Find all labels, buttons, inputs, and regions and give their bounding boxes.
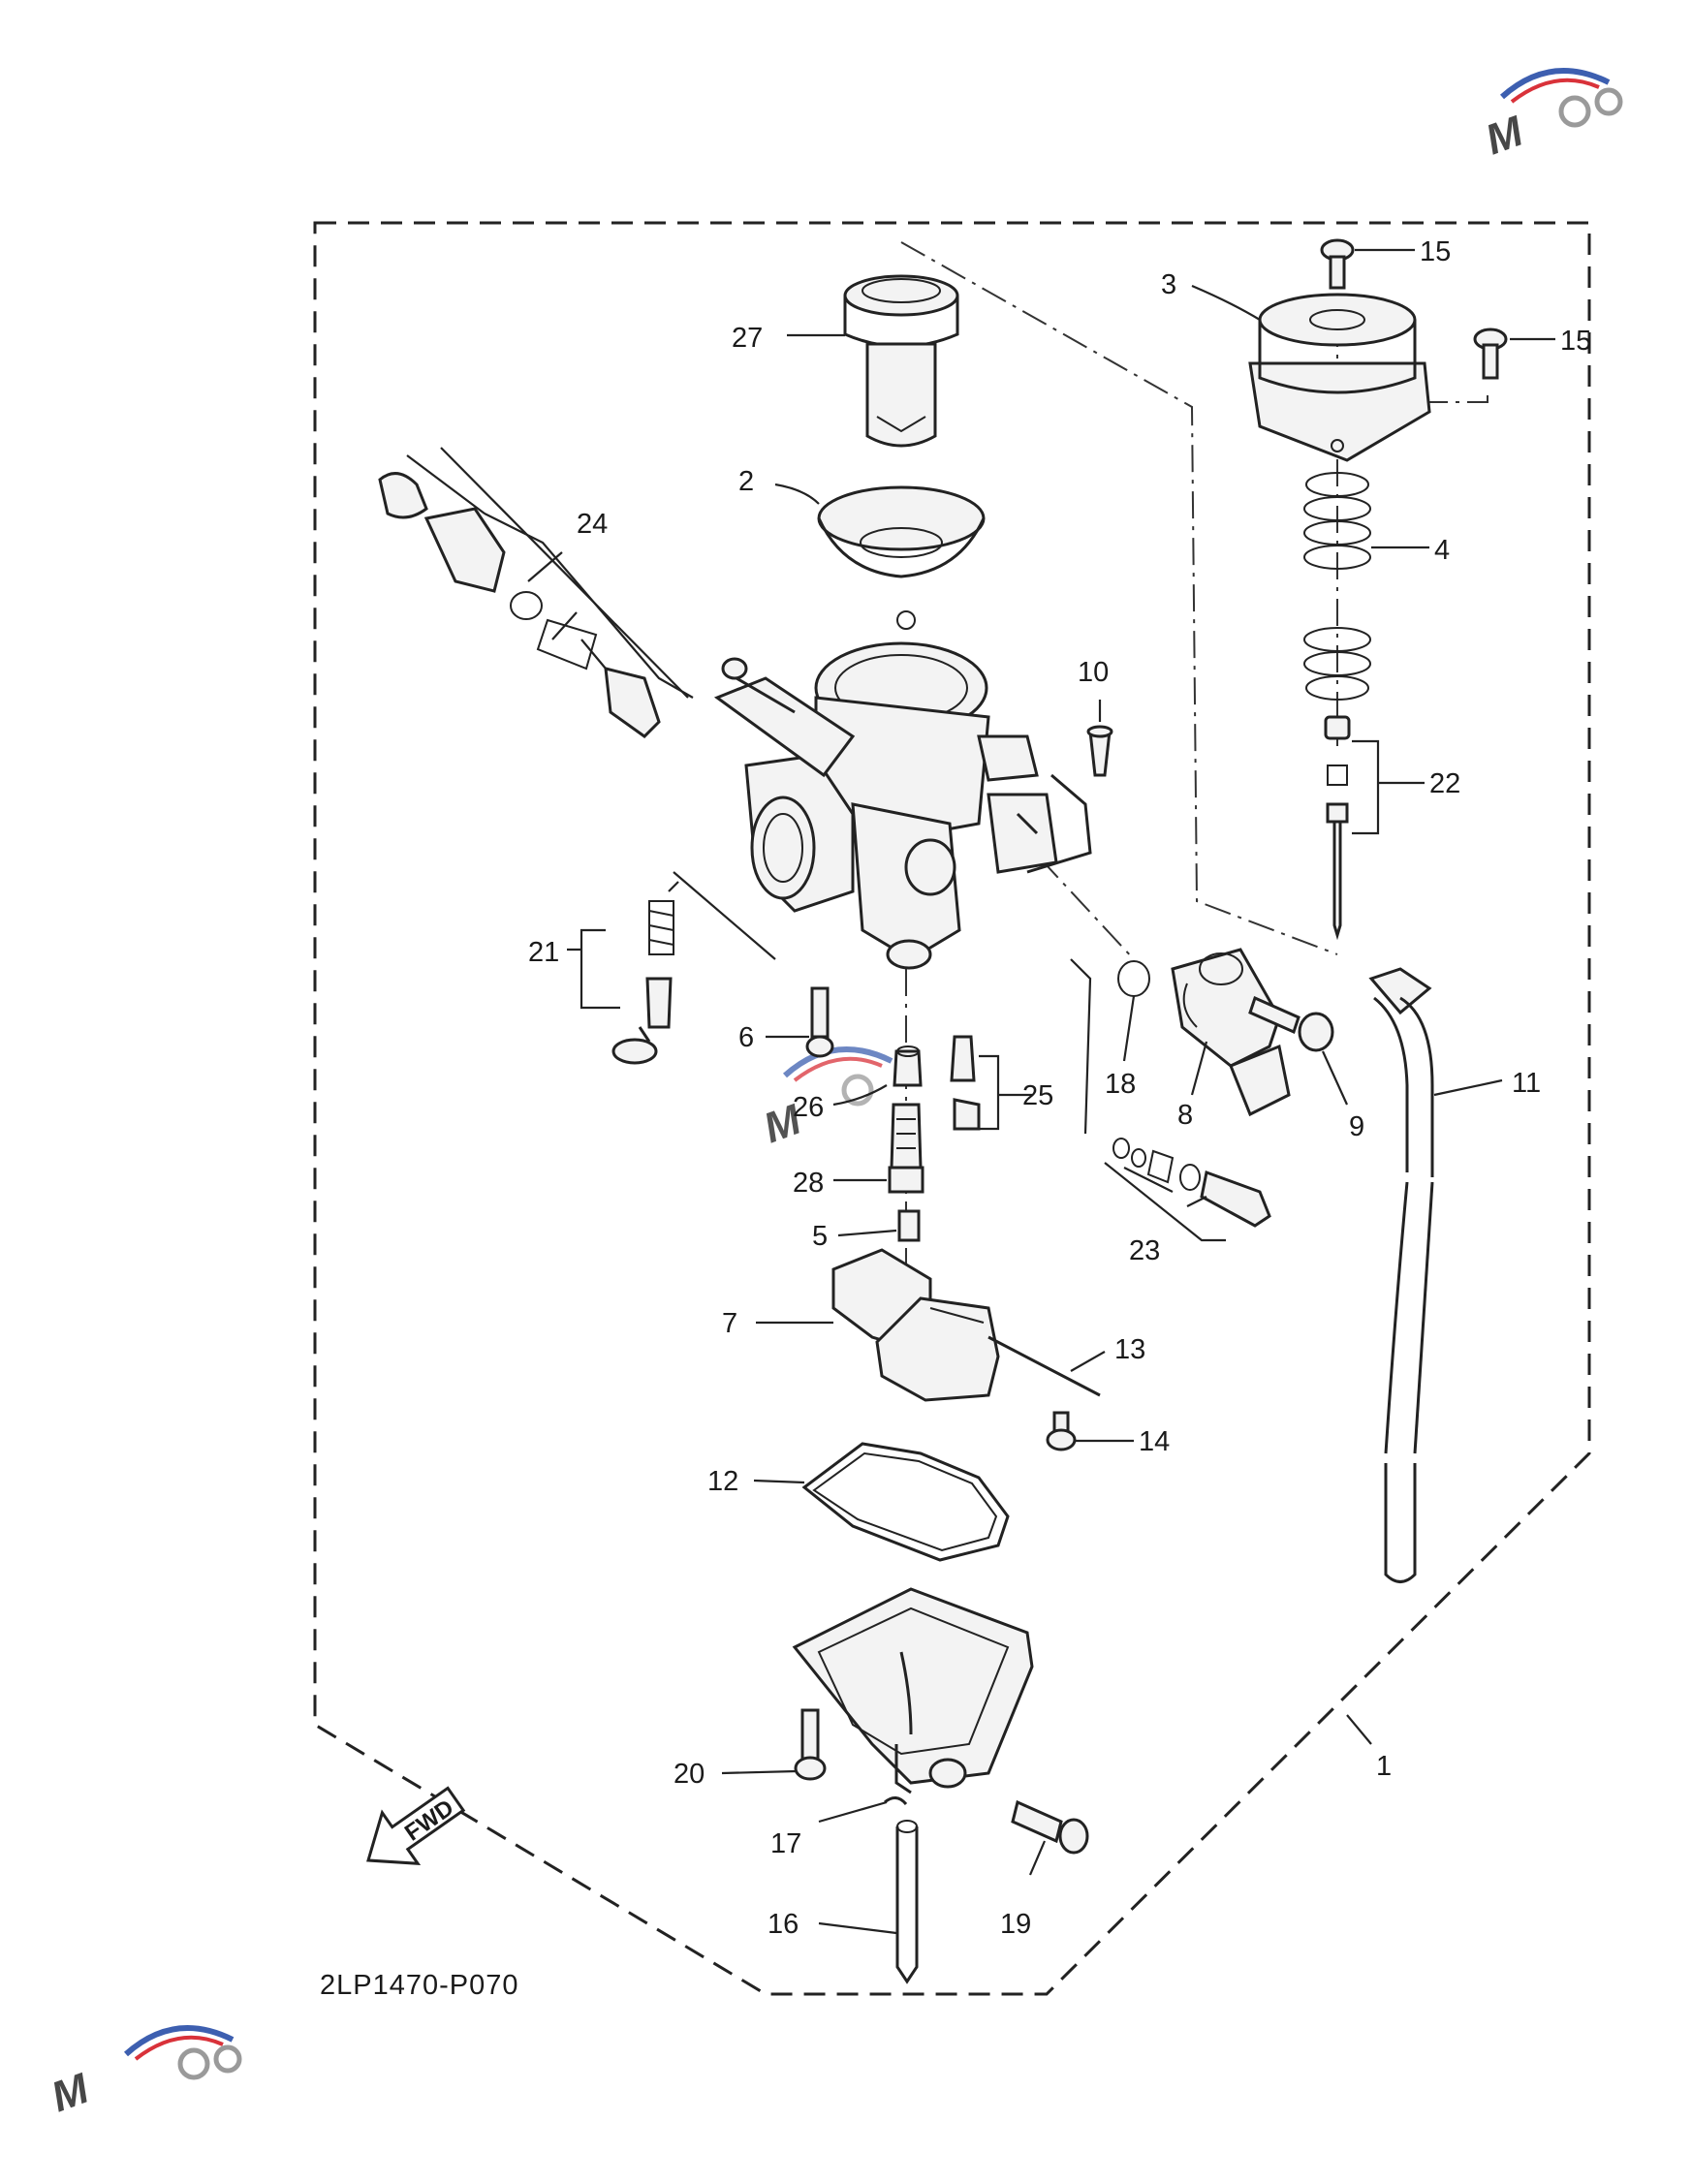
diagram-code: 2LP1470-P070 [320,1970,519,2001]
part-3-top-cover [1248,293,1431,462]
part-float-bowl [792,1587,1034,1794]
callout-7: 7 [722,1308,737,1339]
part-10-cap [1086,725,1113,777]
callout-19: 19 [1000,1909,1031,1940]
part-24-pilot-set [378,447,694,738]
part-14-screw [1046,1411,1077,1451]
callout-28: 28 [793,1168,824,1199]
callout-18: 18 [1105,1069,1136,1100]
part-28-needle-jet [888,1103,924,1194]
callout-3: 3 [1161,269,1176,300]
callout-17: 17 [770,1828,801,1859]
part-19-drain-screw [1011,1799,1089,1855]
callout-10: 10 [1078,657,1109,688]
part-9-screw [1248,995,1334,1052]
part-15-screw-top [1320,238,1355,290]
callout-2: 2 [738,466,754,497]
callout-23: 23 [1129,1235,1160,1266]
callout-4: 4 [1434,535,1450,566]
callout-14: 14 [1139,1426,1170,1457]
callout-24: 24 [577,509,608,540]
part-15-screw-side [1473,328,1508,380]
callout-labels: 1 2 3 4 5 6 7 8 9 10 11 12 13 14 15 15 1… [528,236,1591,1940]
part-20-bolt [794,1708,827,1781]
callout-11: 11 [1512,1068,1541,1099]
callout-21: 21 [528,937,559,968]
callout-1: 1 [1376,1751,1392,1782]
callout-20: 20 [674,1759,705,1790]
assembly-boundary [313,221,1591,1996]
callout-15-side: 15 [1560,326,1591,357]
watermark-logo-top-right: M [1480,68,1623,164]
callout-22: 22 [1429,768,1460,799]
alignment-line-top [900,241,1338,955]
part-27-joint [843,274,959,448]
callout-9: 9 [1349,1111,1364,1142]
part-22-needle-set [1324,715,1351,941]
callout-12: 12 [707,1466,738,1497]
part-12-gasket [801,1442,1010,1562]
part-2-diaphragm [817,485,986,578]
fwd-arrow-icon: FWD [366,1786,466,1865]
part-18-o-ring [1117,960,1150,997]
callout-6: 6 [738,1022,754,1053]
svg-text:M: M [1480,107,1530,164]
part-5-pilot-jet [897,1209,921,1242]
part-13-pin [987,1335,1101,1397]
leader-lines [551,248,1555,1935]
alignment-line-mid [1007,823,1135,960]
watermark-logo-bottom-left: M [46,2025,242,2121]
callout-8: 8 [1177,1100,1193,1131]
part-12-gasket-inner [812,1451,998,1552]
part-26-main-jet [893,1045,923,1087]
callout-5: 5 [812,1221,828,1252]
part-6-holder [805,986,834,1058]
watermark-logo-center: M [758,1046,893,1152]
part-8-sensor [1171,948,1291,1117]
part-4-spring [1303,472,1371,701]
part-25-float-valve [950,1035,1000,1131]
callout-26: 26 [793,1092,824,1123]
callout-15-top: 15 [1420,236,1451,267]
part-11-hose [1368,967,1434,1583]
callout-16: 16 [768,1909,799,1940]
part-23-air-screw-set [1070,958,1271,1242]
callout-27: 27 [732,323,763,354]
part-16-drain-hose [895,1820,919,1984]
svg-text:M: M [46,2064,96,2121]
part-7-float [831,1248,1000,1402]
callout-25: 25 [1022,1080,1053,1111]
carburetor-body [713,610,1092,970]
part-21-throttle-screw [611,871,776,1065]
part-17-clip [884,1796,908,1806]
callout-13: 13 [1114,1334,1145,1365]
